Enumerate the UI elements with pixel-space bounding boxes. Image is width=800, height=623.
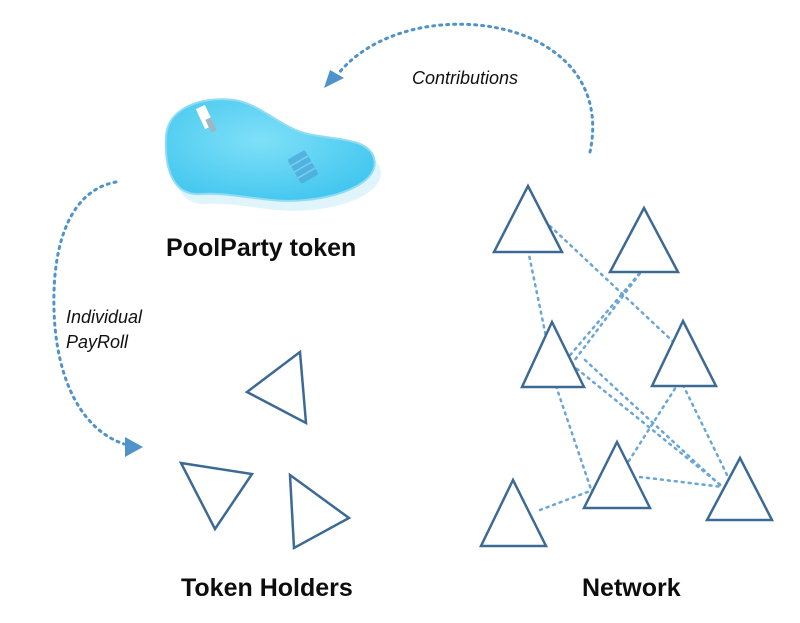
token-holders-title: Token Holders [181, 574, 353, 602]
triangle-icon [607, 205, 681, 274]
payroll-label-line1: Individual [66, 307, 143, 327]
triangle-icon [704, 455, 775, 522]
network-link [548, 224, 684, 352]
contributions-arrowhead-icon [324, 70, 344, 88]
network-link [564, 266, 646, 362]
payroll-arrowhead-icon [125, 437, 143, 457]
contributions-arrow [324, 22, 595, 154]
network-link [638, 475, 725, 489]
payroll-label-line2: PayRoll [66, 332, 129, 352]
payroll-arrow [52, 180, 143, 457]
triangle-icon [288, 472, 352, 551]
triangle-icon [178, 461, 255, 532]
network-link [554, 384, 599, 509]
triangle-icon [650, 318, 719, 388]
network-title: Network [582, 574, 681, 602]
pool-icon [164, 98, 381, 211]
triangle-icon [244, 349, 308, 426]
network-nodes [479, 183, 775, 548]
network-link [564, 358, 725, 489]
triangle-icon [491, 183, 565, 254]
contributions-label: Contributions [412, 68, 519, 88]
token-holder-nodes [178, 349, 352, 551]
pool-title: PoolParty token [166, 234, 357, 262]
triangle-icon [520, 319, 587, 389]
pool-float-icon [288, 150, 318, 184]
network-link [681, 383, 734, 487]
triangle-icon [479, 477, 549, 548]
pool-ladder-icon [195, 104, 217, 133]
network-link [583, 358, 722, 487]
triangle-icon [581, 439, 653, 510]
